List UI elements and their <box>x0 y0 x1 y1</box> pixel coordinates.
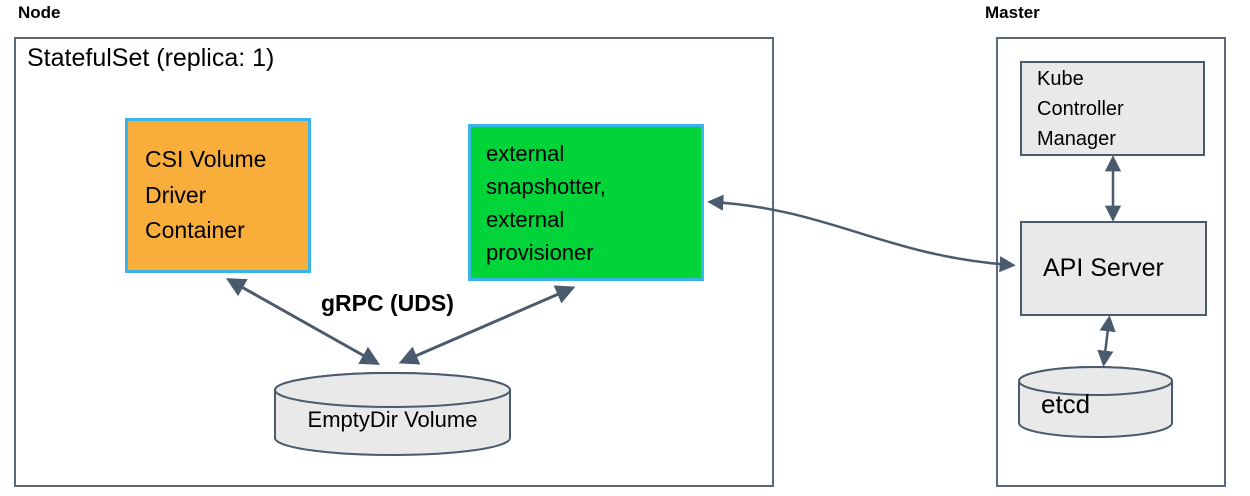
grpc-uds-label: gRPC (UDS) <box>321 290 454 316</box>
statefulset-label: StatefulSet (replica: 1) <box>27 44 275 72</box>
kube-controller-manager-box: Kube Controller Manager <box>1020 61 1205 156</box>
etcd-label: etcd <box>1041 389 1091 419</box>
csi-volume-driver-container-box: CSI Volume Driver Container <box>125 118 311 273</box>
emptydir-volume-label: EmptyDir Volume <box>307 407 478 432</box>
api-server-box: API Server <box>1020 221 1207 316</box>
external-snapshotter-provisioner-box: external snapshotter, external provision… <box>468 124 704 281</box>
node-section-label: Node <box>18 3 61 22</box>
master-section-label: Master <box>985 3 1040 22</box>
